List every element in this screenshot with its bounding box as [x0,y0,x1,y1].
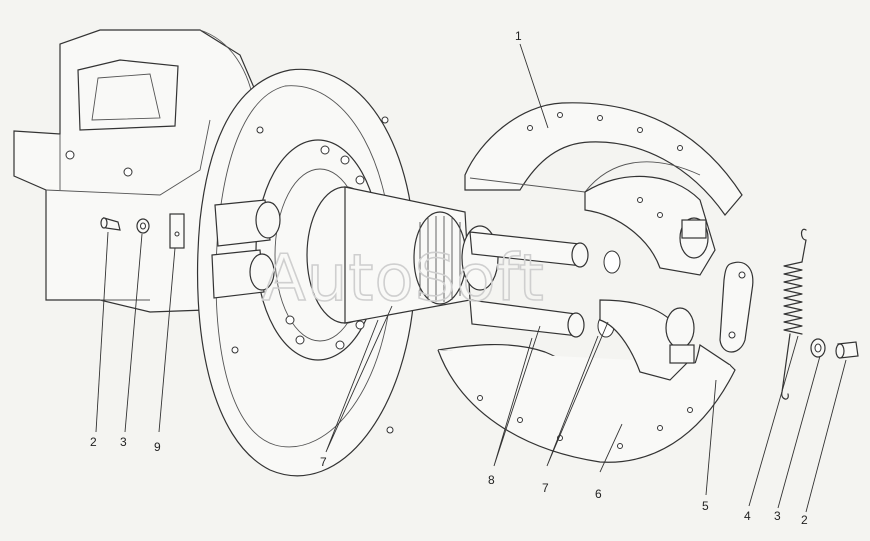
callout-7-right: 7 [542,481,549,495]
callout-2-left: 2 [90,435,97,449]
watermark-text: AutoSoft [262,242,545,316]
callout-3-right: 3 [774,509,781,523]
splined-shaft [306,186,499,324]
bolt-right [835,341,859,359]
brake-shoe-lower [437,299,736,463]
callout-4: 4 [744,509,751,523]
callout-1: 1 [515,29,522,43]
expander-pins [469,231,621,338]
callout-5: 5 [702,499,709,513]
link-plate [719,261,754,353]
callout-3-left: 3 [120,435,127,449]
callout-2-right: 2 [801,513,808,527]
brake-shoe-upper [464,102,743,276]
washer-left [136,218,150,234]
return-spring [781,228,807,400]
leader-lines [95,43,847,513]
callout-labels: 1 2 3 9 7 8 7 6 5 4 3 2 [90,29,808,527]
axle-housing [13,29,256,313]
callout-6: 6 [595,487,602,501]
bolt-left [100,217,121,231]
callout-9: 9 [154,440,161,454]
callout-7-left: 7 [320,455,327,469]
washer-right [810,338,826,358]
callout-8: 8 [488,473,495,487]
lock-plate [169,213,185,249]
